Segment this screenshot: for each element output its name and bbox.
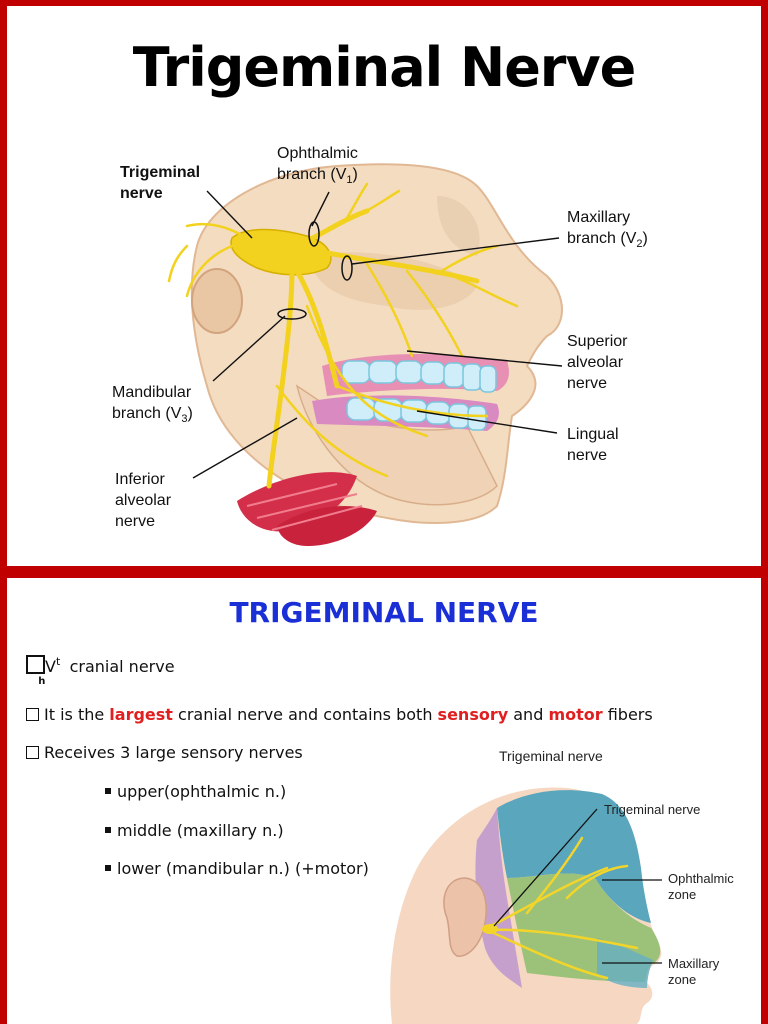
- label-mandibular-branch: Mandibular branch (V3): [112, 382, 193, 430]
- label-inferior-line3: nerve: [115, 513, 156, 530]
- label-mandibular-text: branch (V: [112, 405, 182, 422]
- label-ophthalmic-branch: Ophthalmic branch (V1): [277, 143, 358, 191]
- label-maxillary-line2: branch (V2): [567, 228, 648, 255]
- label-mandibular-end: ): [187, 405, 193, 422]
- label-lingual-line2: nerve: [567, 447, 608, 464]
- label-lingual-nerve: Lingual nerve: [567, 424, 619, 466]
- bullet-text: middle (maxillary n.): [117, 821, 284, 840]
- label-inferior-alveolar-nerve: Inferior alveolar nerve: [115, 469, 171, 532]
- label-trigeminal-line2: nerve: [120, 185, 163, 202]
- bullet-item: lower (mandibular n.) (+motor): [105, 859, 369, 878]
- line1-rest: cranial nerve: [69, 657, 175, 676]
- label-ophthalmic-line1: Ophthalmic: [277, 145, 358, 162]
- line3-text: Receives 3 large sensory nerves: [44, 743, 303, 762]
- figure-label-ophthalmic-line1: Ophthalmic: [668, 871, 734, 886]
- head-dermatome-illustration: [390, 787, 662, 1024]
- slide-2-title: TRIGEMINAL NERVE: [229, 596, 539, 629]
- bullet-icon: [105, 865, 111, 871]
- bullet-item: middle (maxillary n.): [105, 821, 284, 840]
- line2-motor: motor: [548, 705, 603, 724]
- label-ophthalmic-line2: branch (V1): [277, 164, 358, 191]
- figure-label-maxillary-zone: Maxillary zone: [668, 956, 719, 988]
- line2-largest: largest: [109, 705, 173, 724]
- slide-1-title: Trigeminal Nerve: [132, 36, 637, 99]
- label-superior-line2: alveolar: [567, 354, 624, 371]
- slide-2: TRIGEMINAL NERVE Vth cranial nerve It is…: [7, 578, 761, 1024]
- label-inferior-line1: Inferior: [115, 471, 165, 488]
- line2-d: fibers: [602, 705, 653, 724]
- bullet-text: upper(ophthalmic n.): [117, 782, 287, 801]
- label-maxillary-line1: Maxillary: [567, 209, 631, 226]
- label-maxillary-end: ): [642, 230, 648, 247]
- line1-sub: h: [38, 676, 46, 687]
- label-trigeminal-nerve: Trigeminal nerve: [120, 162, 200, 204]
- bullet-icon: [105, 788, 111, 794]
- figure-title: Trigeminal nerve: [499, 748, 603, 764]
- trigeminal-anatomy-illustration: [167, 163, 563, 546]
- line2-c: and: [508, 705, 549, 724]
- line1-v: V: [45, 657, 56, 676]
- label-inferior-line2: alveolar: [115, 492, 172, 509]
- label-superior-line1: Superior: [567, 333, 628, 350]
- figure-label-ophthalmic-zone: Ophthalmic zone: [668, 871, 734, 903]
- label-trigeminal-line1: Trigeminal: [120, 164, 201, 181]
- bullet-item: upper(ophthalmic n.): [105, 782, 286, 801]
- line2-a: It is the: [44, 705, 110, 724]
- line2-b: cranial nerve and contains both: [172, 705, 438, 724]
- label-superior-alveolar-nerve: Superior alveolar nerve: [567, 331, 627, 394]
- line1-sup: t: [55, 655, 61, 668]
- label-maxillary-sub: 2: [636, 238, 643, 251]
- label-ophthalmic-end: ): [352, 166, 358, 183]
- figure-label-maxillary-line2: zone: [668, 972, 697, 987]
- line-receives: Receives 3 large sensory nerves: [26, 743, 303, 762]
- label-mandibular-line2: branch (V3): [112, 403, 193, 430]
- figure-label-ophthalmic-line2: zone: [668, 887, 697, 902]
- label-mandibular-sub: 3: [181, 413, 188, 426]
- label-maxillary-branch: Maxillary branch (V2): [567, 207, 648, 255]
- bullet-text: lower (mandibular n.) (+motor): [117, 859, 369, 878]
- line2-sensory: sensory: [437, 705, 509, 724]
- label-maxillary-text: branch (V: [567, 230, 637, 247]
- line-fifth-cranial-nerve: Vth cranial nerve: [26, 655, 175, 687]
- label-superior-line3: nerve: [567, 375, 608, 392]
- label-lingual-line1: Lingual: [567, 426, 619, 443]
- checkbox-icon: [26, 746, 39, 759]
- checkbox-icon: [26, 708, 39, 721]
- checkbox-icon: [26, 655, 45, 674]
- label-mandibular-line1: Mandibular: [112, 384, 192, 401]
- bullet-icon: [105, 827, 111, 833]
- label-ophthalmic-text: branch (V: [277, 166, 347, 183]
- line-largest-nerve: It is the largest cranial nerve and cont…: [26, 705, 653, 724]
- figure-label-trigeminal-nerve: Trigeminal nerve: [604, 802, 701, 817]
- label-ophthalmic-sub: 1: [346, 174, 353, 187]
- slide-1: Trigeminal Nerve: [7, 6, 761, 566]
- figure-label-maxillary-line1: Maxillary: [668, 956, 720, 971]
